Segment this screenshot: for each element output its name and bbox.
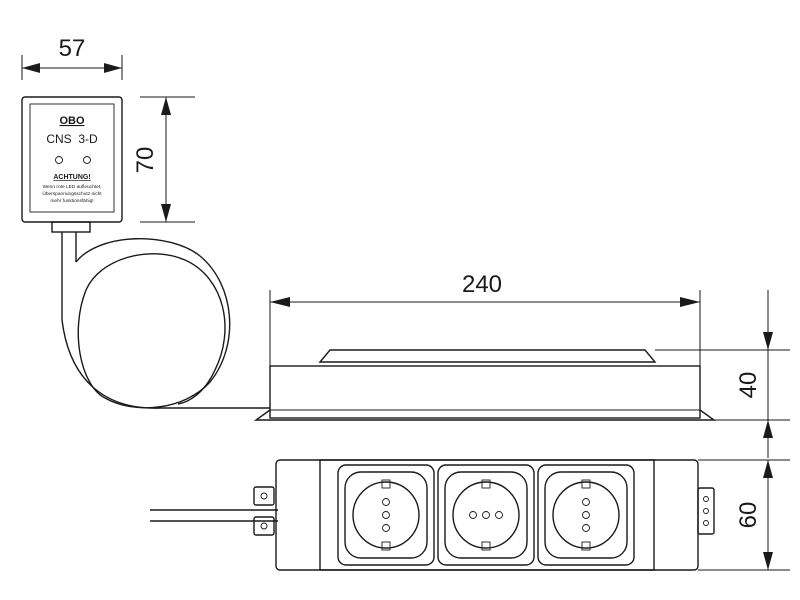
socket-3-recess bbox=[552, 481, 620, 549]
warning-text-line-3: mehr funktionsfähig! bbox=[50, 198, 93, 204]
warning-text-line-2: Überspannungsschutz nicht bbox=[42, 190, 102, 197]
dimension-label-40: 40 bbox=[735, 372, 762, 399]
pin-hole-icon bbox=[582, 511, 590, 519]
arrow-icon bbox=[763, 420, 773, 438]
earth-clip-icon bbox=[481, 479, 491, 489]
arrow-icon bbox=[161, 97, 171, 115]
strip-side-view bbox=[253, 349, 717, 421]
cable-gland bbox=[51, 221, 91, 233]
model-label: CNS 3-D bbox=[46, 132, 98, 146]
dimension-strip-height: 40 bbox=[655, 290, 790, 458]
socket-2-recess bbox=[452, 481, 520, 549]
strip-socket-frame bbox=[319, 459, 655, 571]
pin-hole-icon bbox=[482, 511, 490, 519]
warning-title: ACHTUNG! bbox=[53, 174, 90, 181]
screw-hole-icon bbox=[260, 492, 268, 500]
earth-clip-icon bbox=[381, 541, 391, 551]
dimension-label-57: 57 bbox=[59, 35, 86, 62]
warning-text-line-1: Wenn rote LED aufleuchtet, bbox=[43, 184, 102, 190]
socket-2-frame bbox=[444, 471, 528, 559]
pin-hole-icon bbox=[382, 498, 390, 506]
socket-2-bezel bbox=[437, 464, 535, 566]
socket-3 bbox=[537, 464, 635, 566]
socket-3-bezel bbox=[537, 464, 635, 566]
arrow-icon bbox=[104, 63, 122, 73]
earth-clip-icon bbox=[381, 479, 391, 489]
arrow-icon bbox=[680, 297, 700, 307]
brand-label: OBO bbox=[59, 115, 85, 127]
socket-3-frame bbox=[544, 471, 628, 559]
pin-hole-icon bbox=[495, 511, 503, 519]
socket-1 bbox=[337, 464, 435, 566]
dimension-control-height: 70 bbox=[132, 96, 195, 223]
dimension-strip-depth: 60 bbox=[698, 459, 790, 571]
cable-coil-inner bbox=[61, 319, 270, 409]
connection-cable bbox=[61, 232, 278, 522]
screw-hole-icon bbox=[703, 520, 709, 526]
screw-hole-icon bbox=[260, 522, 268, 530]
strip-top-cover bbox=[318, 349, 657, 363]
dimension-label-60: 60 bbox=[735, 502, 762, 529]
arrow-icon bbox=[763, 460, 773, 478]
control-unit-faceplate bbox=[29, 103, 115, 213]
control-unit: OBO CNS 3-D ACHTUNG! Wenn rote LED aufle… bbox=[21, 96, 123, 233]
socket-1-bezel bbox=[337, 464, 435, 566]
arrow-icon bbox=[22, 63, 40, 73]
earth-clip-icon bbox=[581, 541, 591, 551]
socket-1-recess bbox=[352, 481, 420, 549]
dimension-strip-length: 240 bbox=[269, 271, 701, 366]
pin-hole-icon bbox=[582, 498, 590, 506]
arrow-icon bbox=[763, 332, 773, 350]
pin-hole-icon bbox=[382, 524, 390, 532]
pin-hole-icon bbox=[469, 511, 477, 519]
strip-body-side bbox=[269, 365, 701, 419]
pin-hole-icon bbox=[582, 524, 590, 532]
cable-coil-outer bbox=[75, 237, 231, 409]
arrow-icon bbox=[270, 297, 290, 307]
strip-plan-view bbox=[253, 459, 715, 571]
red-led-icon bbox=[83, 156, 91, 164]
mounting-ear-left-top bbox=[253, 486, 275, 506]
strip-base-flange bbox=[253, 409, 717, 421]
green-led-icon bbox=[55, 156, 63, 164]
screw-hole-icon bbox=[703, 508, 709, 514]
arrow-icon bbox=[161, 204, 171, 222]
socket-1-frame bbox=[344, 471, 428, 559]
mounting-ear-right bbox=[697, 487, 715, 535]
dimension-label-70: 70 bbox=[132, 147, 159, 174]
arrow-icon bbox=[763, 552, 773, 570]
dimension-control-width: 57 bbox=[21, 35, 123, 80]
dimension-label-240: 240 bbox=[462, 271, 502, 298]
socket-2 bbox=[437, 464, 535, 566]
earth-clip-icon bbox=[581, 479, 591, 489]
screw-hole-icon bbox=[703, 496, 709, 502]
cable-coil-loop bbox=[77, 253, 226, 405]
pin-hole-icon bbox=[382, 511, 390, 519]
mounting-ear-left-bottom bbox=[253, 516, 275, 536]
earth-clip-icon bbox=[481, 541, 491, 551]
